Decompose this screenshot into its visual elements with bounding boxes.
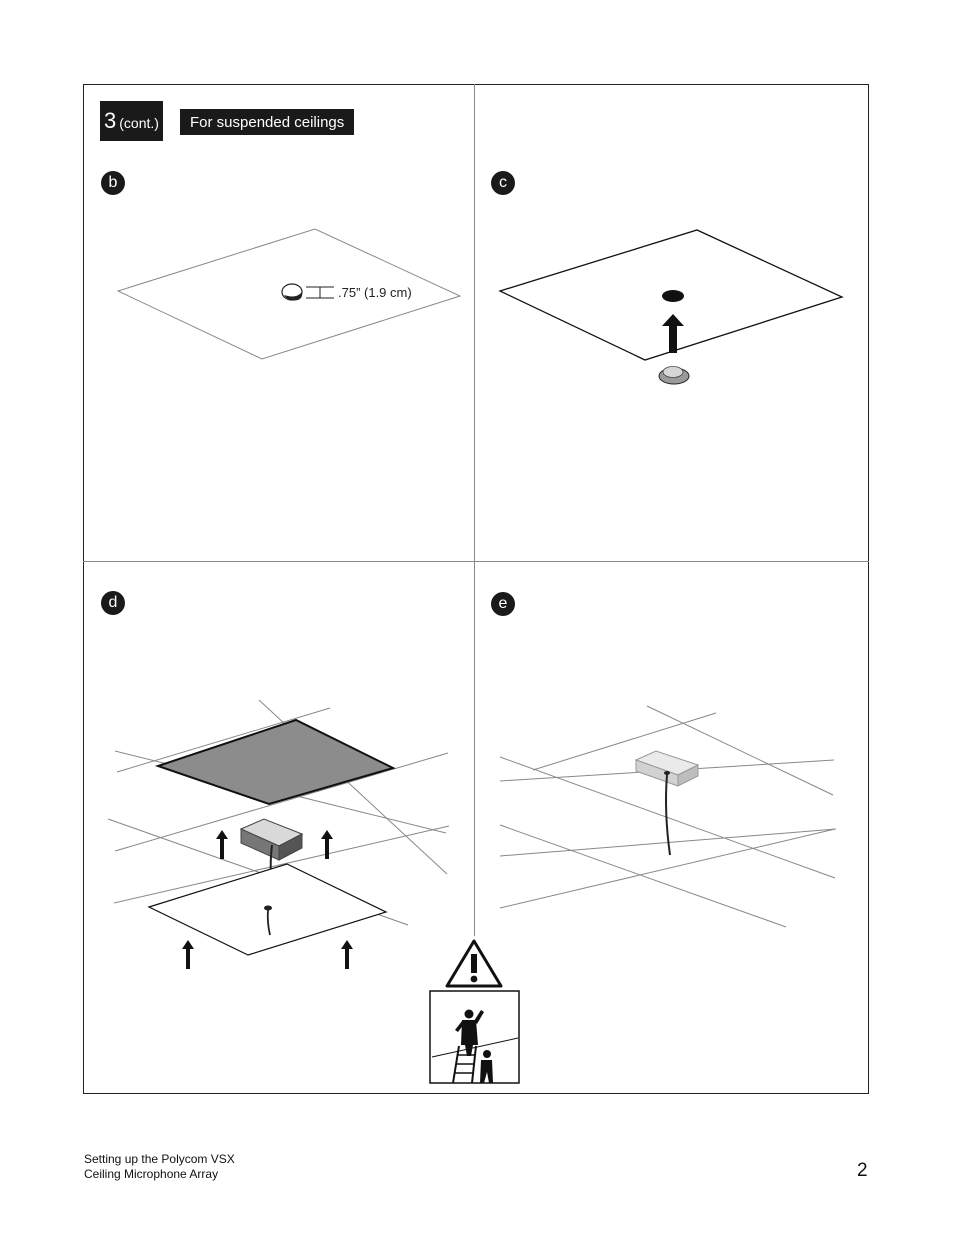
- step-badge: 3 (cont.): [100, 101, 163, 141]
- microphone-icon: [658, 366, 690, 385]
- up-arrow-icon: [662, 314, 684, 353]
- ceiling-tile-lower: [147, 863, 388, 956]
- panel-d-letter: d: [101, 591, 125, 615]
- microphone-box-installed: [634, 750, 700, 856]
- dimension-label: .75” (1.9 cm): [338, 285, 412, 300]
- dimension-marker: [306, 286, 334, 299]
- panel-c-letter: c: [491, 171, 515, 195]
- step-cont: (cont.): [119, 115, 159, 131]
- panel-b-letter: b: [101, 171, 125, 195]
- panel-c-tile: [498, 229, 844, 361]
- panel-b-tile: [116, 228, 462, 360]
- up-arrow-icon: [182, 830, 353, 969]
- warning-icon: [445, 939, 503, 988]
- panel-divider-horizontal: [83, 561, 869, 562]
- footer-line-2: Ceiling Microphone Array: [84, 1167, 219, 1181]
- step-label: For suspended ceilings: [180, 109, 355, 135]
- step-number: 3: [104, 108, 117, 133]
- panel-e-grid: [499, 705, 837, 928]
- ceiling-tile-lifted: [154, 718, 396, 806]
- panel-divider-vertical: [474, 84, 475, 936]
- microphone-box: [239, 818, 304, 879]
- ladder-safety-icon: [429, 990, 520, 1084]
- hole-icon: [281, 283, 303, 301]
- footer-line-1: Setting up the Polycom VSX: [84, 1152, 235, 1166]
- instruction-frame: [83, 84, 869, 1094]
- panel-e-letter: e: [491, 592, 515, 616]
- page-number: 2: [857, 1160, 868, 1181]
- footer: Setting up the Polycom VSX Ceiling Micro…: [84, 1152, 235, 1182]
